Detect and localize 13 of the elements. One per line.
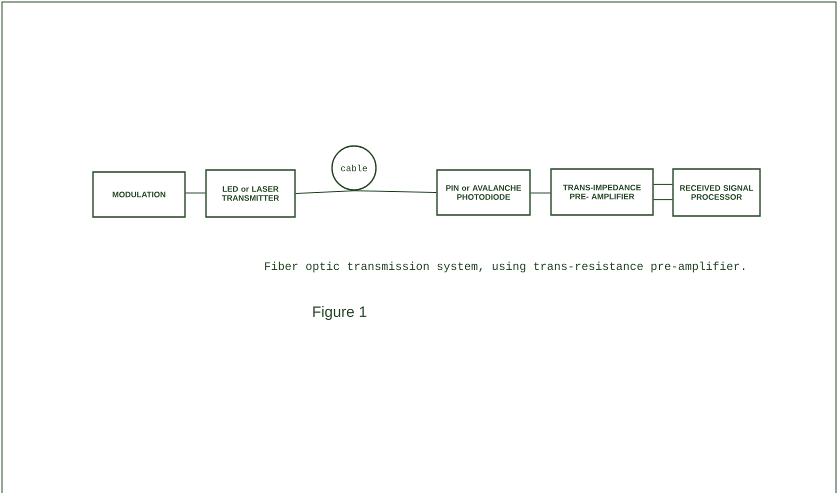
- connector-line: [354, 190, 437, 193]
- connector-line: [653, 199, 673, 200]
- caption: Fiber optic transmission system, using trans-resistance pre-amplifier.: [265, 262, 744, 272]
- connector-line: [185, 192, 206, 194]
- process-box: PIN or AVALANCHE PHOTODIODE: [436, 169, 531, 216]
- process-box: TRANS-IMPEDANCE PRE- AMPLIFIER: [550, 168, 654, 216]
- figure-label: Figure 1: [313, 306, 366, 320]
- process-box: MODULATION: [92, 171, 186, 218]
- connector-line: [653, 184, 673, 185]
- process-box: RECEIVED SIGNAL PROCESSOR: [672, 168, 761, 217]
- connector-line: [295, 190, 354, 194]
- process-box: LED or LASER TRANSMITTER: [205, 169, 296, 218]
- connector-line: [530, 192, 551, 194]
